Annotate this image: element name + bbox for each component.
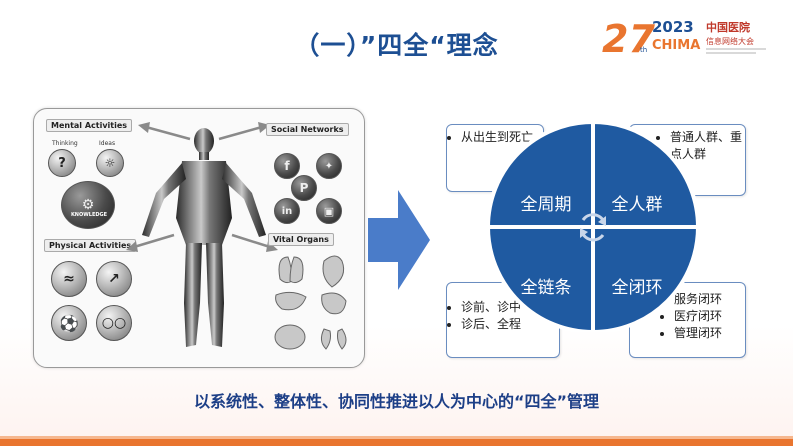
mental-activities-label: Mental Activities	[46, 119, 133, 132]
page-title: （一）”四全“理念	[294, 31, 499, 60]
instagram-icon: ▣	[316, 198, 342, 224]
note-bottom-right-item: 服务闭环	[674, 291, 745, 308]
quadrant-label-top-right: 全人群	[611, 195, 663, 215]
note-bottom-right-item: 管理闭环	[674, 325, 745, 342]
brain-icon	[274, 324, 306, 350]
human-body-figure	[142, 128, 266, 347]
knowledge-icon: ⚙	[61, 181, 115, 229]
note-bottom-right-item: 医疗闭环	[674, 308, 745, 325]
quadrant-top-right	[591, 122, 698, 229]
right-arrow	[368, 190, 430, 290]
social-networks-label: Social Networks	[266, 123, 349, 136]
facebook-icon: f	[274, 153, 300, 179]
connector-arrows	[126, 122, 278, 252]
logo-numeral-suffix: th	[640, 46, 647, 54]
note-top-left-item: 从出生到死亡	[461, 129, 543, 146]
kidney-icon	[320, 328, 331, 350]
note-bottom-right: 服务闭环 医疗闭环 管理闭环	[629, 282, 746, 358]
logo-cn-line2: 信息网络大会	[706, 36, 754, 46]
twitter-icon: ✦	[316, 153, 342, 179]
heart-icon	[322, 255, 345, 288]
human-body-image-panel: Mental Activities Thinking Ideas ? ☼ ⚙ K…	[33, 108, 365, 368]
pinterest-icon: P	[291, 175, 317, 201]
four-quadrant-circle	[488, 122, 698, 332]
quadrant-bottom-right	[591, 225, 698, 332]
note-top-right-item: 普通人群、重点人群	[670, 129, 745, 163]
logo-numeral: 27	[602, 17, 655, 61]
note-bottom-left-item: 诊前、诊中	[461, 299, 559, 316]
bottom-caption: 以系统性、整体性、协同性推进以人为中心的“四全”管理	[193, 392, 600, 411]
stomach-icon	[321, 292, 347, 315]
vital-organs-illustration	[274, 255, 347, 350]
vital-organs-label: Vital Organs	[268, 233, 334, 246]
thinking-icon: ?	[48, 149, 76, 177]
bottom-stripe	[0, 439, 793, 446]
swimming-icon: ≈	[51, 261, 87, 297]
logo-year: 2023	[652, 18, 694, 36]
knowledge-label: KNOWLEDGE	[70, 212, 108, 218]
soccer-ball-icon: ⚽	[51, 305, 87, 341]
thinking-label: Thinking	[52, 140, 78, 147]
bottom-stripe-light	[0, 436, 793, 439]
bicycle-icon: ○○	[96, 305, 132, 341]
physical-activities-label: Physical Activities	[44, 239, 137, 252]
note-bottom-left-item: 诊后、全程	[461, 316, 559, 333]
lightbulb-icon: ☼	[96, 149, 124, 177]
ideas-label: Ideas	[99, 140, 116, 147]
linkedin-icon: in	[274, 198, 300, 224]
quadrant-bottom-left	[488, 225, 595, 332]
chima-logo: 27 th 2023 CHIMA 中国医院 信息网络大会	[602, 17, 766, 61]
quadrant-label-bottom-right: 全闭环	[611, 278, 663, 298]
quadrant-top-left	[488, 122, 595, 229]
running-icon: ↗	[96, 261, 132, 297]
logo-cn-line1: 中国医院	[706, 20, 750, 34]
liver-icon	[275, 291, 307, 311]
logo-brand: CHIMA	[652, 38, 700, 53]
quadrant-label-bottom-left: 全链条	[520, 278, 572, 298]
quadrant-label-top-left: 全周期	[520, 195, 572, 215]
